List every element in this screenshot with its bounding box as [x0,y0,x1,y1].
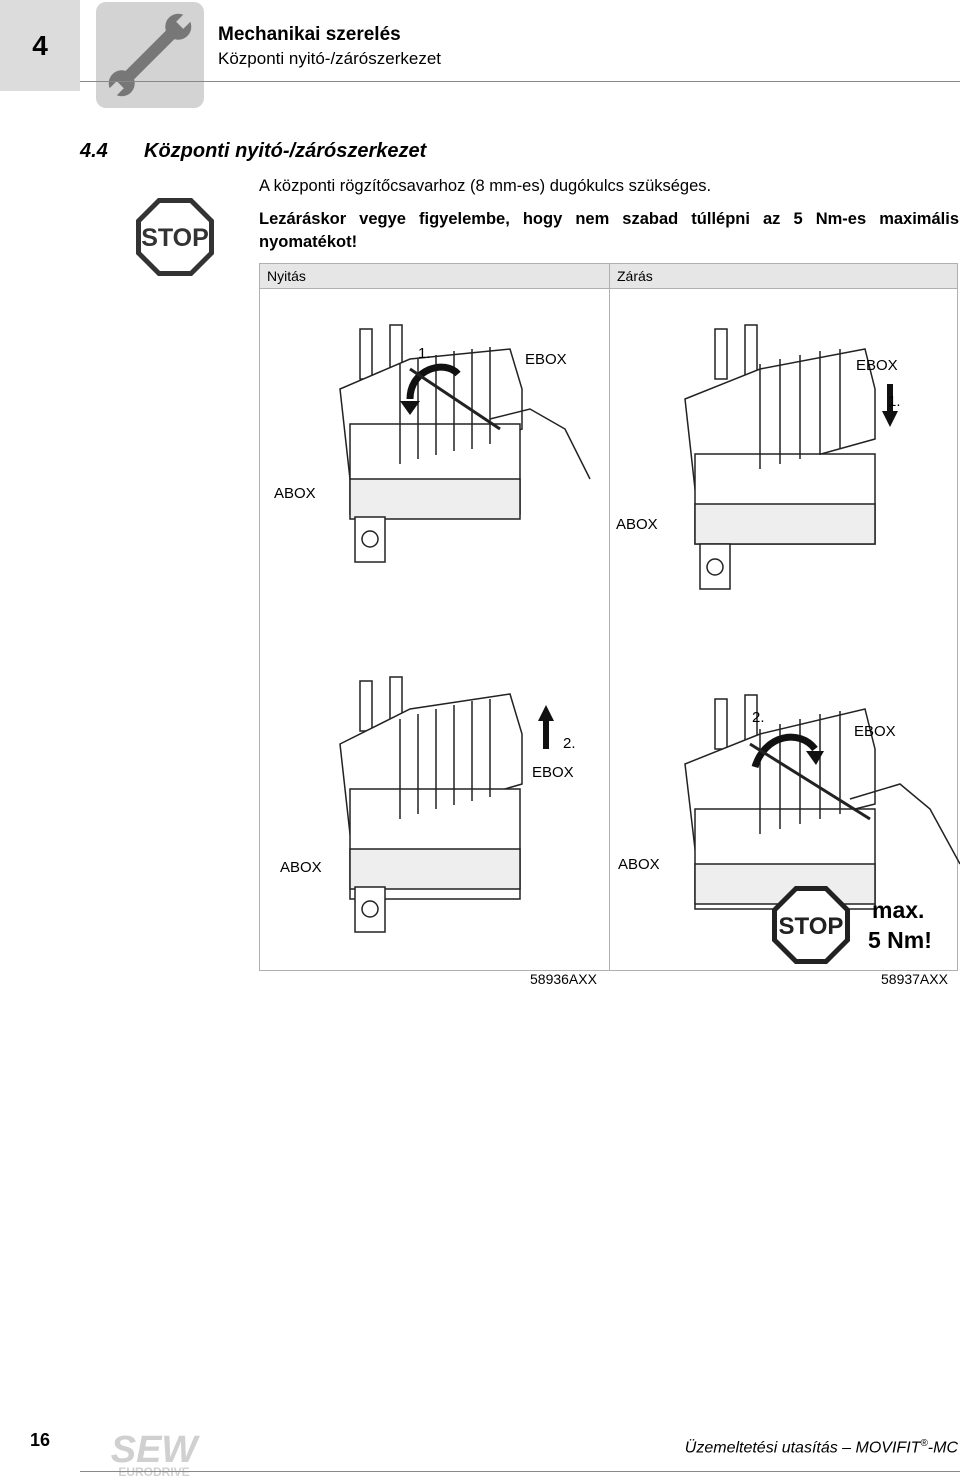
close-max-line1: max. [872,897,925,923]
open-illustration-cell: 1. EBOX ABOX 2. EBOX ABOX 58936AXX [259,288,610,987]
open-step2-label: 2. [563,735,576,752]
close-abox-top-label: ABOX [616,516,658,533]
column-header-open: Nyitás [259,263,610,289]
section-heading: 4.4 Központi nyitó-/zárószerkezet [80,140,426,163]
close-ebox-top-label: EBOX [856,357,898,374]
footer-reg-mark: ® [920,1438,928,1449]
close-figure-code: 58937AXX [881,971,948,987]
wrench-icon [96,2,204,108]
footer-document-title: Üzemeltetési utasítás – MOVIFIT®-MC [685,1438,958,1457]
close-abox-bottom-label: ABOX [618,856,660,873]
column-header-close: Zárás [609,263,958,289]
figure-table: Nyitás Zárás [259,263,960,987]
close-ebox-bottom-label: EBOX [854,723,896,740]
close-stop-sign-icon: STOP [772,886,850,964]
close-illustration-cell: STOP EBOX 1. ABOX 2. EBOX ABOX max. 5 Nm… [609,288,960,987]
close-max-line2: 5 Nm! [868,927,932,953]
header-divider [80,81,960,82]
footer-doc-suffix: -MC [927,1439,958,1457]
close-illustration: STOP [684,324,960,964]
section-number: 4.4 [80,140,108,162]
close-step2-label: 2. [752,709,765,726]
footer-divider [80,1471,960,1472]
intro-text: A központi rögzítőcsavarhoz (8 mm-es) du… [259,177,712,195]
chapter-tab: 4 [0,0,80,91]
footer-doc-title: Üzemeltetési utasítás – MOVIFIT [684,1439,921,1457]
open-figure-code: 58936AXX [530,971,597,987]
open-abox-bottom-label: ABOX [280,859,322,876]
open-ebox-bottom-label: EBOX [532,764,574,781]
stop-sign-icon: STOP [134,196,216,283]
close-step1-label: 1. [888,393,901,410]
header-title: Mechanikai szerelés [218,24,401,45]
logo-line1: SEW [111,1429,201,1471]
chapter-number: 4 [32,29,48,61]
section-title: Központi nyitó-/zárószerkezet [144,140,427,162]
open-illustration [339,324,591,933]
stop-sign-text: STOP [141,224,209,252]
page-number: 16 [29,1430,51,1450]
open-abox-top-label: ABOX [274,485,316,502]
open-ebox-top-label: EBOX [525,351,567,368]
sew-eurodrive-logo: SEW EURODRIVE [101,1428,207,1483]
logo-line2: EURODRIVE [118,1465,189,1478]
open-step1-label: 1. [418,345,431,362]
warning-text: Lezáráskor vegye figyelembe, hogy nem sz… [259,210,959,251]
close-stop-sign-text: STOP [779,913,844,940]
header-subtitle: Központi nyitó-/zárószerkezet [218,49,441,68]
